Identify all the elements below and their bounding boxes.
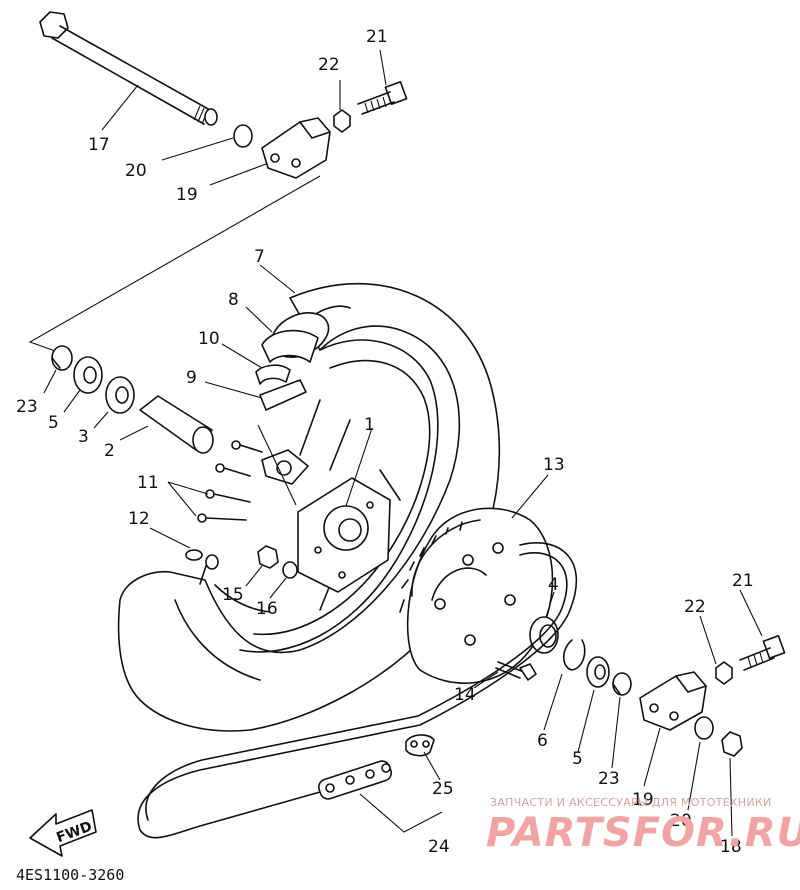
label-5-right: 5 [572, 749, 583, 769]
label-12: 12 [128, 509, 150, 529]
label-23-right: 23 [598, 769, 620, 789]
label-3: 3 [78, 427, 89, 447]
master-link-clip [405, 734, 435, 757]
sprocket-part [399, 507, 554, 684]
label-5-left: 5 [48, 413, 59, 433]
bearing-part-center [105, 376, 135, 414]
label-14: 14 [454, 685, 476, 705]
label-13: 13 [543, 455, 565, 475]
leader-lines [43, 49, 763, 837]
label-20-right: 20 [670, 811, 692, 831]
watermark-brand: PARTSFOR.RU [486, 810, 800, 856]
label-8: 8 [228, 290, 239, 310]
bolt-right [739, 635, 786, 671]
label-6: 6 [537, 731, 548, 751]
label-25: 25 [432, 779, 454, 799]
label-10: 10 [198, 329, 220, 349]
nut-hub [257, 545, 279, 569]
washer-part-right [694, 716, 714, 740]
label-2: 2 [104, 441, 115, 461]
bolt-top [357, 81, 408, 115]
label-24: 24 [428, 837, 450, 857]
label-9: 9 [186, 368, 197, 388]
nut-right-22 [715, 661, 733, 685]
label-20-top: 20 [125, 161, 147, 181]
collar-part-right [612, 672, 632, 696]
rim-band-parts [255, 329, 319, 411]
washer-part-top [233, 124, 253, 148]
label-16: 16 [256, 599, 278, 619]
forward-direction-arrow: FWD [29, 809, 97, 857]
valve-part [185, 549, 219, 585]
spacer-tube [139, 395, 214, 454]
label-21-right: 21 [732, 571, 754, 591]
label-19-right: 19 [632, 790, 654, 810]
axle-part [39, 11, 218, 126]
label-18: 18 [720, 837, 742, 857]
label-17: 17 [88, 135, 110, 155]
watermark: ЗАПЧАСТИ И АКСЕССУАРЫ ДЛЯ МОТОТЕХНИКИ PA… [486, 796, 800, 856]
circlip-part [562, 639, 586, 671]
chain-puller-right [639, 671, 707, 731]
nut-top [333, 109, 351, 133]
hub-part [261, 449, 391, 593]
label-22-top: 22 [318, 55, 340, 75]
label-7: 7 [254, 247, 265, 267]
hub-bolts [197, 424, 297, 523]
bearing-part-right [586, 656, 610, 688]
chain-joint-part [318, 760, 392, 800]
label-11: 11 [137, 473, 159, 493]
label-15: 15 [222, 585, 244, 605]
label-19-top: 19 [176, 185, 198, 205]
diagram-code: 4ES1100-3260 [16, 866, 124, 884]
label-23-left: 23 [16, 397, 38, 417]
part-labels: 17 20 19 22 21 7 8 10 9 23 5 3 2 1 11 12… [16, 27, 754, 857]
chain-puller-top [261, 117, 331, 179]
label-1: 1 [364, 415, 375, 435]
label-22-right: 22 [684, 597, 706, 617]
watermark-tagline: ЗАПЧАСТИ И АКСЕССУАРЫ ДЛЯ МОТОТЕХНИКИ [490, 796, 772, 809]
label-21-top: 21 [366, 27, 388, 47]
bearing-part-left [73, 356, 103, 394]
label-4: 4 [548, 575, 559, 595]
collar-part-left [51, 345, 73, 371]
washer-hub [282, 561, 298, 579]
nut-right-18 [721, 731, 743, 757]
